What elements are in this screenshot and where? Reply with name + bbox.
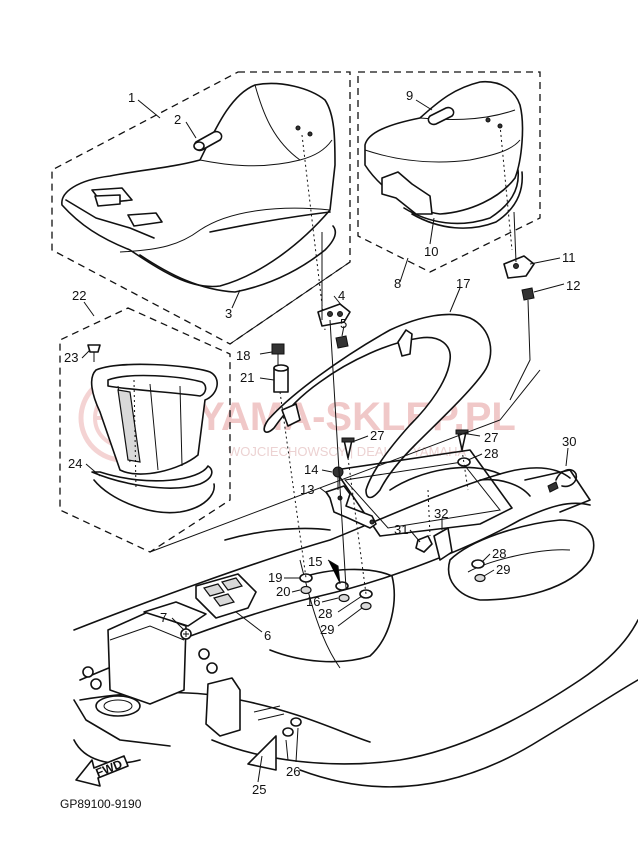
- hinge-4: [317, 303, 351, 327]
- washer-20: [300, 585, 312, 595]
- assembly-line-1: [279, 391, 307, 579]
- washer-15: [335, 581, 349, 591]
- nut-31: [415, 535, 433, 553]
- callout-27a: 27: [370, 428, 384, 443]
- assembly-line-3: [461, 449, 469, 491]
- callout-20: 20: [276, 584, 290, 599]
- callout-29a: 29: [320, 622, 334, 637]
- tray-6: [195, 573, 257, 619]
- screw-23: [87, 344, 101, 362]
- nut-5: [335, 335, 349, 349]
- knob-2: [193, 130, 223, 152]
- rod-rear: [509, 211, 531, 401]
- strap-30: [547, 468, 578, 493]
- callout-28b: 28: [484, 446, 498, 461]
- group-box-seat-rear: [357, 71, 541, 273]
- seat-to-deck-line: [149, 261, 541, 553]
- rear-seat: [364, 80, 524, 251]
- washer-28b: [457, 457, 471, 467]
- callout-leaders: [81, 99, 569, 783]
- callout-12: 12: [566, 278, 580, 293]
- decal-25: [247, 735, 277, 771]
- callout-15: 15: [308, 554, 322, 569]
- callout-16: 16: [306, 594, 320, 609]
- bin-gasket-24: [91, 465, 215, 514]
- knob-9: [427, 106, 455, 126]
- bow-console: [73, 601, 241, 747]
- callout-24: 24: [68, 456, 82, 471]
- callout-19: 19: [268, 570, 282, 585]
- washer-28c: [471, 559, 485, 569]
- push-pin-27a: [341, 437, 355, 459]
- bracket-13: [325, 485, 377, 529]
- callout-17: 17: [456, 276, 470, 291]
- diagram-code: GP89100-9190: [60, 797, 142, 811]
- callout-9: 9: [406, 88, 413, 103]
- callout-25: 25: [252, 782, 266, 797]
- push-pin-27b: [455, 429, 469, 451]
- washer-29a: [360, 601, 372, 611]
- callout-2: 2: [174, 112, 181, 127]
- callout-31: 31: [394, 522, 408, 537]
- bolt-18: [271, 343, 285, 368]
- callout-3: 3: [225, 306, 232, 321]
- hinge-11: [503, 255, 535, 279]
- bolt-14: [332, 466, 344, 490]
- callout-30: 30: [562, 434, 576, 449]
- callout-22: 22: [72, 288, 86, 303]
- assembly-line-4: [427, 489, 431, 537]
- nut-12: [521, 287, 535, 301]
- callout-5: 5: [340, 316, 347, 331]
- callout-1: 1: [128, 90, 135, 105]
- callout-26: 26: [286, 764, 300, 779]
- callout-28a: 28: [318, 606, 332, 621]
- callout-18: 18: [236, 348, 250, 363]
- callout-23: 23: [64, 350, 78, 365]
- callout-8: 8: [394, 276, 401, 291]
- callout-29b: 29: [496, 562, 510, 577]
- callout-11: 11: [562, 250, 576, 265]
- callout-21: 21: [240, 370, 254, 385]
- washer-29b: [474, 573, 486, 583]
- handle-frame-17: [263, 313, 492, 499]
- callout-10: 10: [424, 244, 438, 259]
- callout-13: 13: [300, 482, 314, 497]
- storage-bin: [90, 363, 218, 491]
- callout-27b: 27: [484, 430, 498, 445]
- front-seat-base-3: [139, 225, 337, 293]
- washer-28a: [359, 589, 373, 599]
- callout-7: 7: [160, 610, 167, 625]
- callout-6: 6: [264, 628, 271, 643]
- rod-front: [321, 232, 347, 589]
- latch-32: [433, 527, 453, 561]
- callout-14: 14: [304, 462, 318, 477]
- callout-32: 32: [434, 506, 448, 521]
- spacer-21: [273, 364, 289, 393]
- front-seat: [61, 82, 336, 331]
- callout-28c: 28: [492, 546, 506, 561]
- rear-seat-base-10: [403, 169, 523, 229]
- callout-labels: 1 2 3 4 5 6 7 8 9 10 11 12 13 14 15 16 1…: [64, 88, 580, 797]
- pad-26: [253, 705, 302, 737]
- screw-7: [180, 628, 192, 640]
- callout-4: 4: [338, 288, 345, 303]
- washer-16: [338, 593, 350, 603]
